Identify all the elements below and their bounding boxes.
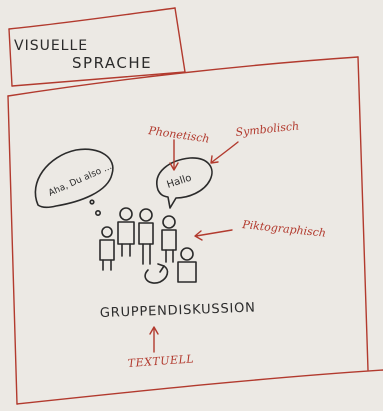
speech-bubble-right	[156, 157, 213, 209]
discussion-cycle-arrow	[144, 265, 169, 284]
arrow-textual	[149, 326, 159, 353]
person-4-head	[162, 215, 176, 229]
caption-group-discussion: GRUPPENDISKUSSION	[100, 301, 256, 321]
arrow-symbolic	[210, 141, 239, 164]
label-symbolic: Symbolisch	[235, 119, 300, 139]
label-phonetic: Phonetisch	[147, 124, 211, 146]
title-line-1: VISUELLE	[14, 38, 88, 54]
title-box	[8, 7, 186, 87]
person-1-head	[101, 226, 113, 238]
label-pictographic: Piktographisch	[241, 218, 327, 240]
person-2-head	[119, 207, 133, 221]
person-2-body	[117, 221, 135, 245]
thought-bubble-left	[34, 148, 114, 217]
title-line-2: SPRACHE	[72, 54, 152, 72]
person-4-body	[161, 229, 177, 251]
bubble-left-text: Aha, Du also ...	[47, 162, 113, 199]
person-1-body	[99, 239, 115, 261]
person-5-head	[180, 247, 194, 261]
label-textual: TEXTUELL	[127, 352, 194, 370]
people-group	[99, 207, 197, 284]
arrow-pictographic	[194, 229, 233, 241]
bubble-right-text: Hallo	[166, 173, 193, 191]
person-3-body	[138, 222, 154, 245]
main-frame	[7, 56, 383, 405]
arrow-phonetic	[169, 139, 179, 171]
person-5-body	[177, 261, 197, 283]
person-3-head	[139, 208, 153, 222]
